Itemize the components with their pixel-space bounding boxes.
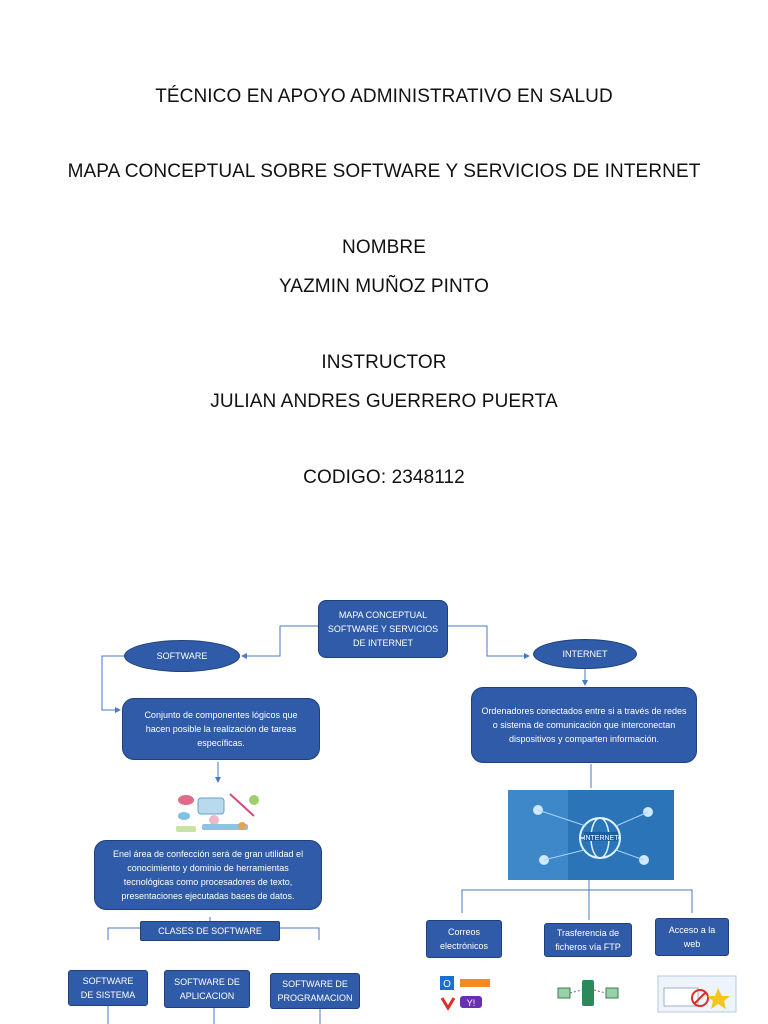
concept-map: MAPA CONCEPTUAL SOFTWARE Y SERVICIOS DE … (0, 590, 768, 1024)
sewing-tools-icon (176, 793, 259, 832)
instructor-label: INSTRUCTOR (321, 352, 447, 373)
sewing-tools-image (170, 786, 264, 838)
email-providers-icon: O Y! (440, 976, 490, 1011)
ftp-node: Trasferencia de ficheros vía FTP (544, 923, 632, 957)
globe-network-icon: INTERNET (508, 790, 674, 880)
email-logos: O Y! (438, 974, 494, 1014)
instructor-name: JULIAN ANDRES GUERRERO PUERTA (210, 391, 558, 412)
blocked-web-icon (657, 975, 737, 1013)
code: CODIGO: 2348112 (303, 467, 465, 488)
software-definition: Conjunto de componentes lógicos que hace… (122, 698, 320, 760)
web-access-node: Acceso a la web (655, 918, 729, 956)
software-node: SOFTWARE (124, 640, 240, 672)
internet-image: INTERNET (508, 790, 674, 880)
software-use-description: Enel área de confección será de gran uti… (94, 840, 322, 910)
student-name: YAZMIN MUÑOZ PINTO (278, 276, 490, 297)
course-title: TÉCNICO EN APOYO ADMINISTRATIVO EN SALUD (155, 86, 613, 107)
system-software-node: SOFTWARE DE SISTEMA (68, 970, 148, 1006)
programming-software-node: SOFTWARE DE PROGRAMACION (270, 973, 360, 1009)
email-node: Correos electrónicos (426, 920, 502, 958)
svg-text:Y!: Y! (467, 998, 476, 1008)
document-subject: MAPA CONCEPTUAL SOBRE SOFTWARE Y SERVICI… (67, 161, 701, 182)
svg-text:O: O (443, 979, 451, 990)
name-label: NOMBRE (342, 237, 426, 258)
svg-text:INTERNET: INTERNET (584, 835, 620, 842)
file-transfer-icon (557, 980, 619, 1006)
web-access-illustration (656, 974, 738, 1014)
map-root-node: MAPA CONCEPTUAL SOFTWARE Y SERVICIOS DE … (318, 600, 448, 658)
internet-node: INTERNET (533, 639, 637, 669)
internet-definition: Ordenadores conectados entre si a través… (471, 687, 697, 763)
software-classes-node: CLASES DE SOFTWARE (140, 921, 280, 941)
application-software-node: SOFTWARE DE APLICACION (164, 970, 250, 1008)
ftp-illustration (556, 978, 620, 1008)
